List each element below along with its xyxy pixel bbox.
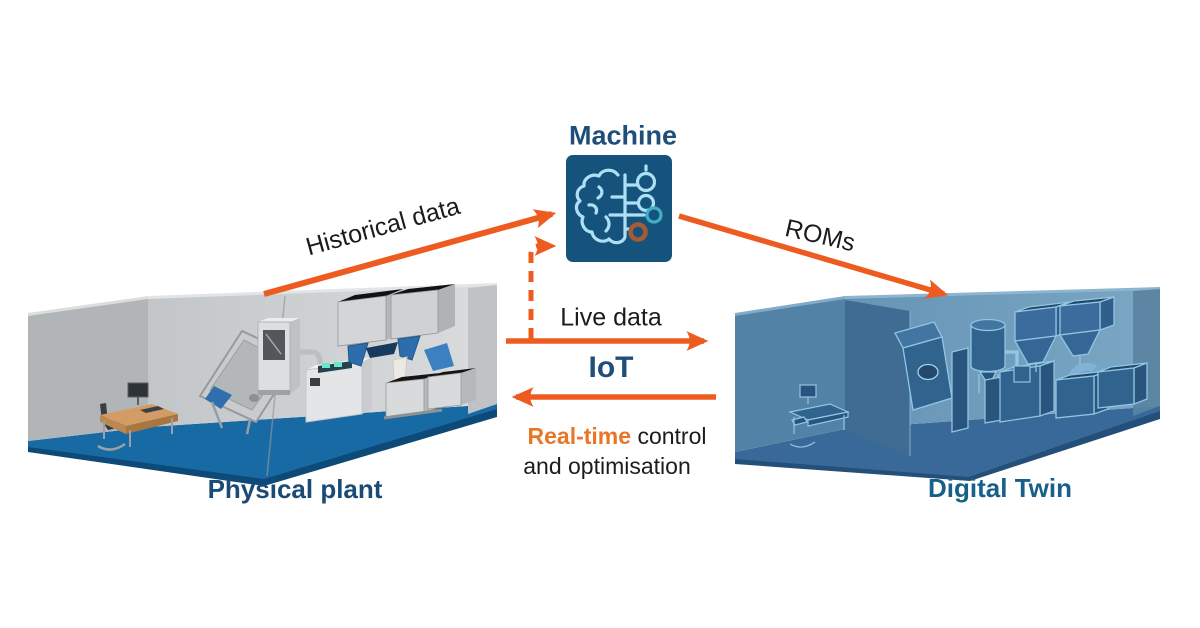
roms-arrow <box>678 213 949 299</box>
digital-twin-illustration <box>735 287 1160 481</box>
control-label-line2: and optimisation <box>523 452 691 479</box>
machine-label: Machine <box>568 120 678 151</box>
twin-tank <box>970 318 1019 393</box>
twin-mid-machines <box>984 360 1055 424</box>
plant-hoppers <box>337 284 455 382</box>
twin-left-wall <box>735 299 845 452</box>
plant-cabinet <box>257 318 323 395</box>
feedback-dashed-arrow <box>528 236 557 339</box>
twin-mixer-machine <box>894 321 969 433</box>
control-label-highlight: Real-time <box>527 422 632 449</box>
control-label-line1: Real-time control <box>528 423 707 449</box>
twin-floor <box>735 406 1160 477</box>
plant-floor-boxes <box>383 368 476 420</box>
digital-twin-label: Digital Twin <box>928 473 1072 504</box>
iot-label: IoT <box>588 350 634 384</box>
physical-plant-label: Physical plant <box>207 474 383 505</box>
twin-floor-boxes <box>1055 362 1148 419</box>
live-data-label: Live data <box>560 303 662 332</box>
plant-process-machine <box>305 357 372 423</box>
plant-left-wall <box>28 299 148 441</box>
plant-floor <box>28 404 497 479</box>
historical-data-arrow <box>263 209 557 297</box>
plant-desk <box>97 382 178 451</box>
physical-plant-illustration <box>28 283 497 486</box>
twin-partition <box>845 300 910 456</box>
brain-circuit-icon <box>566 155 672 262</box>
twin-hoppers <box>1013 296 1115 372</box>
control-label-rest: control <box>631 422 707 449</box>
twin-desk <box>788 384 850 448</box>
